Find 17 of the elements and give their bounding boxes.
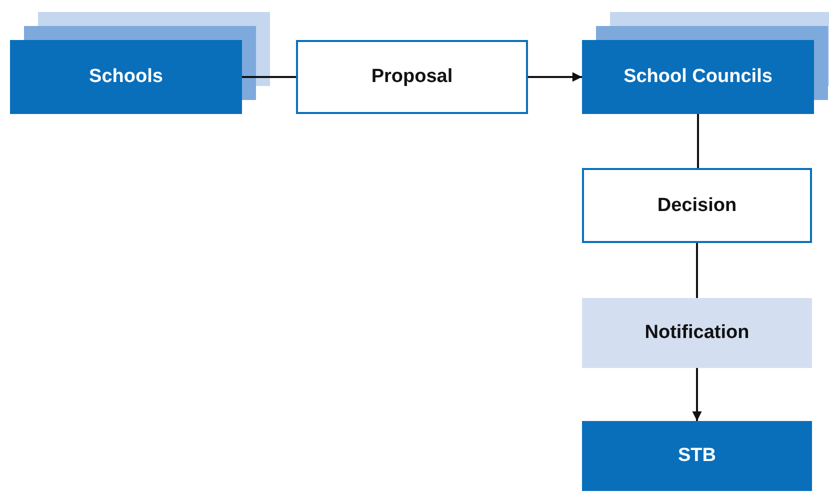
box-label: Proposal [371, 66, 453, 88]
box-label: Schools [89, 66, 163, 88]
process-box [582, 40, 814, 114]
process-box [296, 40, 528, 114]
connector-line [242, 76, 296, 78]
process-box [582, 421, 812, 491]
box-label: School Councils [624, 66, 772, 88]
box-label: STB [678, 445, 716, 467]
connector-line [697, 114, 699, 168]
connector-line [696, 243, 698, 298]
arrow [692, 368, 702, 421]
process-box [10, 40, 242, 114]
box-label: Decision [657, 194, 737, 216]
process-box [582, 168, 812, 243]
process-box [582, 298, 812, 368]
box-label: Notification [644, 322, 750, 344]
arrow [528, 72, 582, 82]
